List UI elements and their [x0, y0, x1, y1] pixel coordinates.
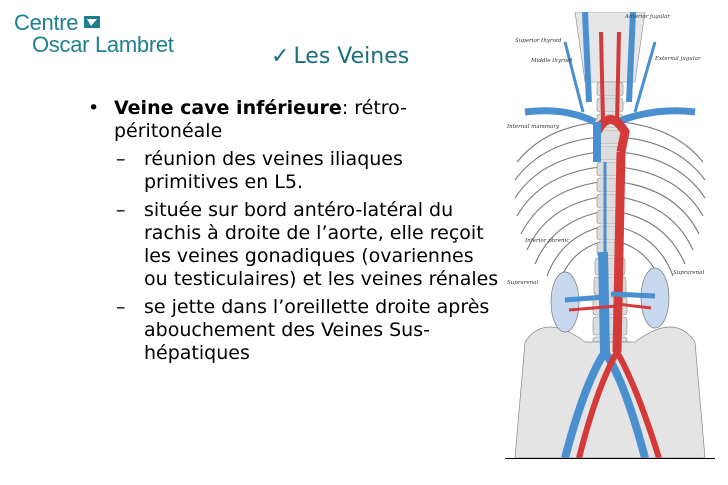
- centre-oscar-lambret-logo: Centre Oscar Lambret: [14, 10, 214, 60]
- label-superior-thyroid: Superior thyroid: [515, 38, 562, 44]
- label-external-jugular: External jugular: [654, 56, 701, 62]
- label-middle-thyroid: Middle thyroid: [530, 58, 573, 64]
- dash-icon: –: [116, 148, 126, 170]
- label-anterior-jugular: Anterior jugular: [624, 14, 670, 20]
- logo-text-line2: Oscar Lambret: [32, 32, 174, 57]
- subpoint-text: réunion des veines iliaques primitives e…: [144, 148, 403, 193]
- venous-anatomy-illustration: Anterior jugular Superior thyroid Middle…: [505, 12, 715, 458]
- bullet-heading: Veine cave inférieure: [114, 97, 342, 119]
- label-internal-mammary: Internal mammary: [506, 124, 560, 130]
- subpoint-3: – se jette dans l’oreillette droite aprè…: [88, 296, 500, 365]
- slide-title: ✓Les Veines: [271, 44, 409, 69]
- label-inferior-phrenic: Inferior phrenic: [524, 238, 569, 244]
- dash-icon: –: [116, 296, 126, 318]
- subpoint-1: – réunion des veines iliaques primitives…: [88, 148, 500, 194]
- logo-text-line1: Centre: [14, 10, 79, 35]
- figure-baseline: [505, 458, 715, 459]
- checkmark-icon: ✓: [271, 44, 290, 69]
- dash-icon: –: [116, 199, 126, 221]
- slide-title-text: Les Veines: [293, 44, 410, 69]
- bullet-dot-icon: •: [88, 97, 100, 119]
- logo-flag-icon: [84, 16, 100, 28]
- main-bullet: • Veine cave inférieure: rétro-péritonéa…: [88, 97, 500, 143]
- subpoint-text: se jette dans l’oreillette droite après …: [144, 296, 490, 364]
- ribs-left: [514, 121, 601, 285]
- slide-content: • Veine cave inférieure: rétro-péritonéa…: [88, 97, 500, 365]
- label-suprarenal-left: Suprarenal: [507, 280, 538, 286]
- bullet-heading-rest: : rétro-péritonéale: [114, 97, 408, 142]
- subpoint-2: – située sur bord antéro-latéral du rach…: [88, 199, 500, 291]
- subpoint-text: située sur bord antéro-latéral du rachis…: [144, 199, 499, 290]
- label-suprarenal-right: Suprarenal: [673, 270, 704, 276]
